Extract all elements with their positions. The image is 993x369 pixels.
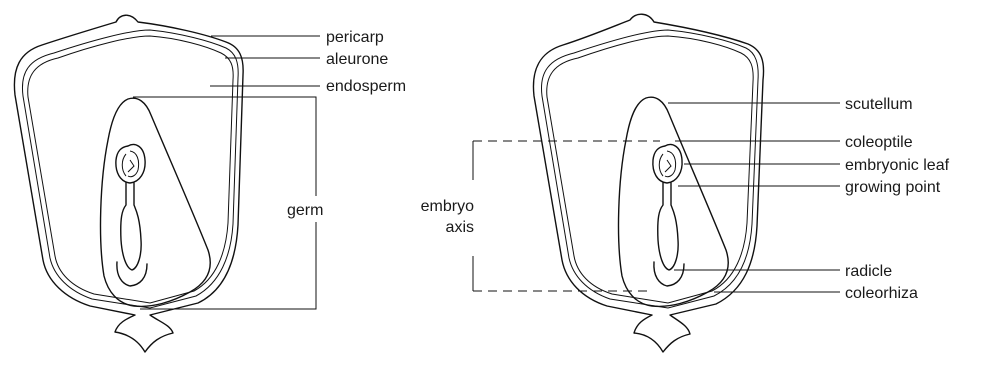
label-growing-point: growing point [845,179,941,196]
right-scutellum-outline [619,97,729,306]
right-leaders [473,103,840,292]
left-germ-outline [101,98,211,306]
right-endosperm-edge [547,36,753,303]
left-embryo-axis [121,183,141,270]
label-embryo-axis-line1: embryo [421,198,474,215]
label-embryonic-leaf: embryonic leaf [845,157,950,174]
label-endosperm: endosperm [326,78,406,95]
label-scutellum: scutellum [845,96,913,113]
label-coleorhiza: coleorhiza [845,285,918,302]
label-pericarp: pericarp [326,29,384,46]
left-coleorhiza [117,262,147,286]
label-coleoptile: coleoptile [845,134,913,151]
right-embryonic-leaf [659,151,675,177]
label-germ: germ [287,202,323,219]
left-embryonic-leaf [122,151,138,177]
label-radicle: radicle [845,263,892,280]
left-leaders [133,36,320,309]
right-aleurone-layer [541,30,758,308]
right-kernel [533,14,763,352]
label-embryo-axis-line2: axis [446,219,474,236]
right-coleorhiza [654,262,684,286]
right-embryo-axis [658,183,678,270]
label-aleurone: aleurone [326,51,388,68]
right-pericarp-outline [533,14,763,352]
left-pericarp-outline [14,15,243,352]
left-kernel [14,15,243,352]
